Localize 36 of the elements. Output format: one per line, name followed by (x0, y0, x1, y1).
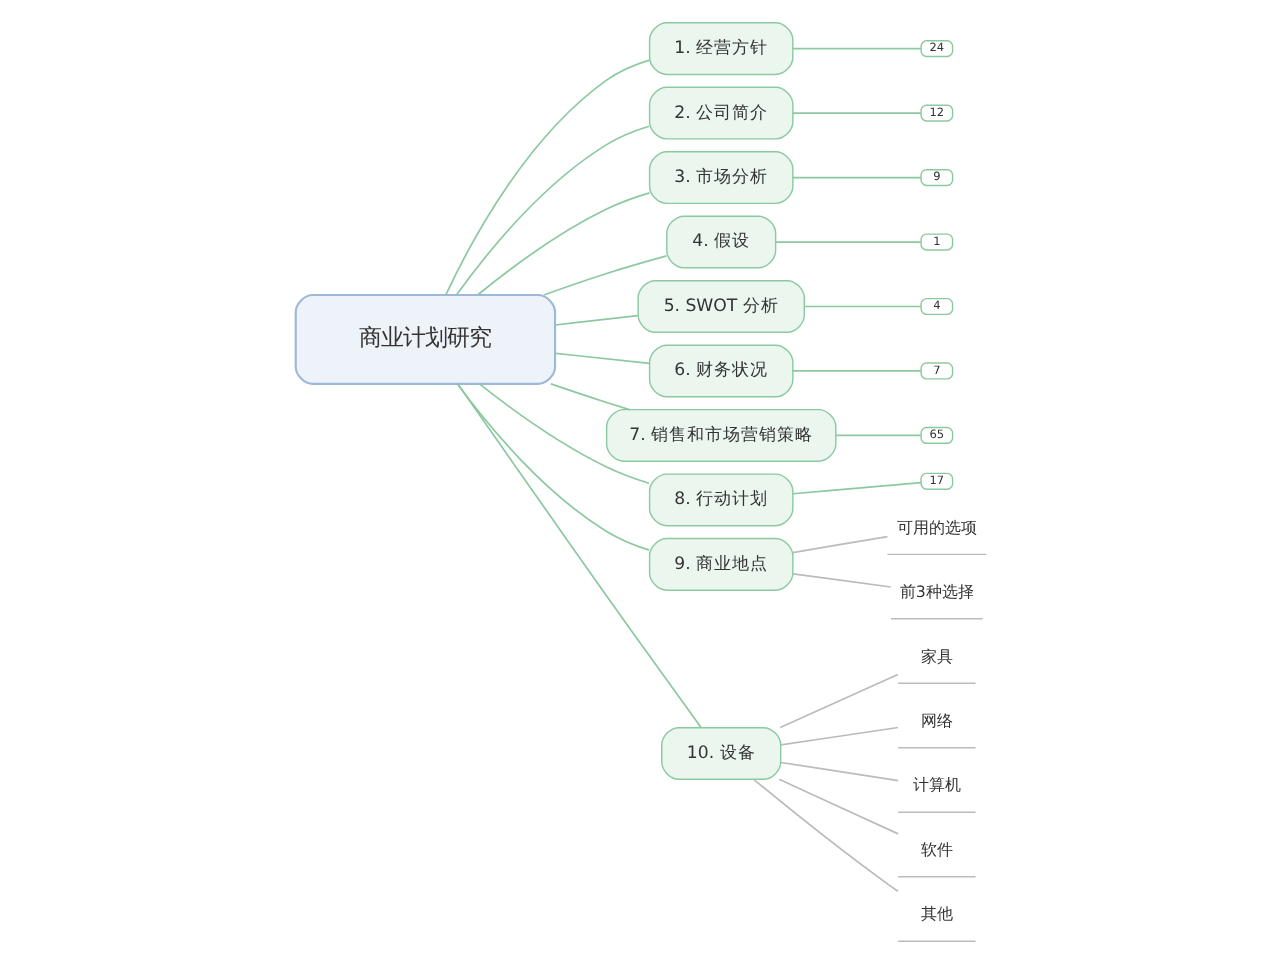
connector (751, 778, 898, 893)
connector (542, 255, 667, 296)
node-box: 7. 销售和市场营销策略 (604, 408, 836, 462)
connector (548, 383, 630, 411)
connector (791, 572, 891, 588)
connector (834, 434, 921, 437)
connector (791, 481, 921, 495)
node-box: 8. 行动计划 (647, 473, 793, 527)
node-box: 10. 设备 (660, 727, 781, 780)
node-box: 3. 市场分析 (647, 151, 793, 205)
connector (773, 241, 921, 243)
node-box: 6. 财务状况 (647, 344, 793, 398)
node-box: 5. SWOT 分析 (636, 280, 805, 333)
connector (553, 314, 638, 326)
connector (456, 383, 701, 729)
connector (791, 176, 921, 179)
connector (791, 370, 921, 372)
connector (553, 352, 650, 365)
connector (778, 726, 898, 746)
node-box: 商业计划研究 (293, 293, 556, 385)
connector (777, 778, 898, 835)
connector (455, 383, 649, 551)
connector (444, 59, 650, 296)
connector (454, 125, 649, 296)
node-box: 2. 公司简介 (647, 86, 793, 140)
node-box: 1. 经营方针 (647, 22, 793, 76)
connector (803, 305, 921, 308)
connector (778, 761, 898, 782)
connector (476, 192, 650, 296)
connector (791, 112, 921, 114)
connector (791, 47, 921, 50)
node-box: 4. 假设 (665, 215, 776, 269)
connector (477, 383, 649, 485)
connector (791, 535, 888, 554)
connector (778, 673, 898, 729)
node-box: 9. 商业地点 (647, 537, 793, 591)
